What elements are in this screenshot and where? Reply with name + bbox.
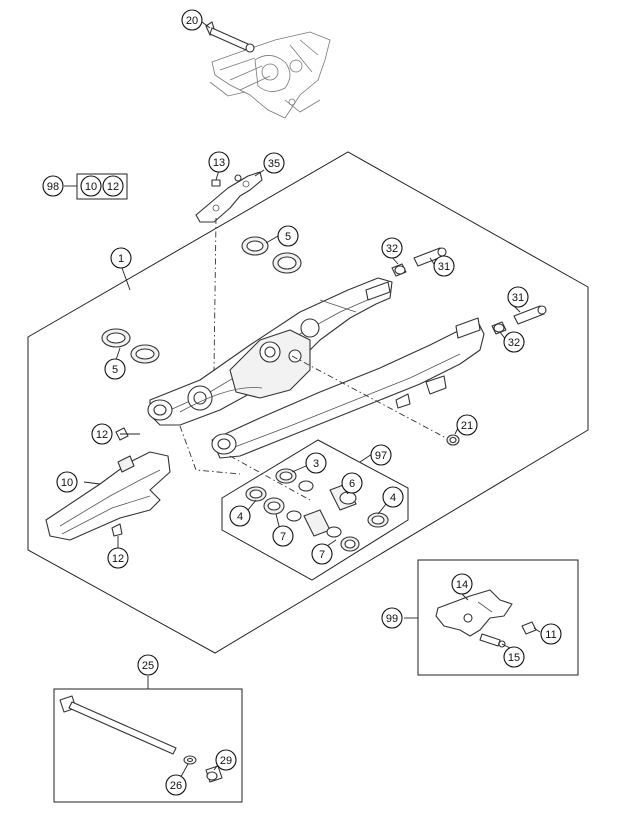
callout-4-right: 4	[382, 486, 404, 508]
part-20-bolt[interactable]	[205, 21, 255, 53]
callout-12-upper: 12	[91, 423, 113, 445]
part-32-nut-right[interactable]	[491, 321, 507, 335]
part-25-axle[interactable]	[59, 695, 177, 755]
callout-32-right: 32	[503, 331, 525, 353]
callout-20: 20	[181, 9, 203, 31]
part-31-pin-right[interactable]	[513, 305, 547, 325]
svg-text:12: 12	[112, 553, 124, 565]
svg-text:21: 21	[461, 420, 473, 432]
svg-text:6: 6	[349, 478, 355, 490]
svg-text:98: 98	[47, 181, 59, 193]
part-4-bearing-right[interactable]	[367, 512, 389, 528]
svg-text:32: 32	[386, 243, 398, 255]
kit-97-box	[221, 439, 409, 581]
callout-98: 98	[42, 175, 64, 197]
part-26-washer[interactable]	[183, 755, 197, 765]
part-32-nut-upper[interactable]	[391, 263, 407, 277]
svg-text:5: 5	[112, 364, 118, 376]
callout-11: 11	[540, 623, 562, 645]
callout-35: 35	[263, 152, 285, 174]
part-29-nut[interactable]	[205, 765, 223, 783]
svg-text:3: 3	[313, 458, 319, 470]
part-21-plug[interactable]	[446, 434, 460, 446]
svg-text:31: 31	[512, 292, 524, 304]
centerline-21	[291, 355, 447, 439]
frame-context-sketch	[209, 31, 331, 119]
svg-text:4: 4	[237, 511, 243, 523]
svg-text:99: 99	[386, 613, 398, 625]
callout-99: 99	[381, 607, 403, 629]
callout-10: 10	[56, 471, 78, 493]
svg-text:4: 4	[390, 492, 396, 504]
svg-text:10: 10	[61, 477, 73, 489]
part-13-screw[interactable]	[211, 174, 242, 187]
svg-text:31: 31	[438, 261, 450, 273]
callout-98-12: 12	[102, 175, 124, 197]
callout-21: 21	[456, 414, 478, 436]
svg-text:97: 97	[375, 450, 387, 462]
svg-text:1: 1	[118, 253, 124, 265]
svg-text:5: 5	[285, 231, 291, 243]
svg-text:10: 10	[85, 181, 97, 193]
svg-text:11: 11	[545, 629, 556, 641]
part-3-bushing[interactable]	[275, 468, 314, 492]
callout-5-left: 5	[104, 358, 126, 380]
callout-6: 6	[341, 472, 363, 494]
part-4-bearing-left[interactable]	[245, 486, 267, 502]
svg-text:35: 35	[268, 158, 280, 170]
callout-31-right: 31	[507, 286, 529, 308]
part-12-screw-lower[interactable]	[111, 523, 123, 537]
svg-text:32: 32	[508, 337, 520, 349]
centerline-bearings	[229, 455, 311, 501]
svg-text:12: 12	[107, 181, 119, 193]
svg-text:7: 7	[280, 531, 286, 543]
callout-7-right: 7	[311, 543, 333, 565]
part-14-chain-guide[interactable]	[435, 589, 513, 637]
callout-3: 3	[305, 452, 327, 474]
callout-29: 29	[215, 749, 237, 771]
svg-text:13: 13	[213, 157, 225, 169]
svg-text:25: 25	[142, 660, 154, 672]
callout-32-upper: 32	[381, 237, 403, 259]
callout-14: 14	[451, 573, 473, 595]
part-5-bearing-left[interactable]	[101, 328, 160, 364]
callout-5-upper: 5	[277, 225, 299, 247]
part-15-screw[interactable]	[479, 633, 506, 648]
svg-text:7: 7	[319, 549, 325, 561]
centerline-bracket	[213, 217, 217, 371]
callout-31-upper: 31	[433, 255, 455, 277]
svg-text:15: 15	[508, 652, 520, 664]
part-1-swingarm[interactable]	[147, 277, 485, 459]
kit-99-box	[417, 559, 579, 676]
callout-25: 25	[137, 654, 159, 676]
callout-12-lower: 12	[107, 547, 129, 569]
part-6-sleeve[interactable]	[329, 483, 357, 511]
svg-text:14: 14	[456, 579, 468, 591]
callout-15: 15	[503, 646, 525, 668]
callout-4-left: 4	[229, 505, 251, 527]
kit-98-box	[76, 173, 128, 200]
callout-7-left: 7	[272, 525, 294, 547]
svg-text:29: 29	[220, 755, 232, 767]
callout-26: 26	[165, 774, 187, 796]
svg-text:26: 26	[170, 780, 182, 792]
part-11-screw[interactable]	[521, 621, 537, 635]
part-5-bearing-upper[interactable]	[241, 236, 302, 274]
callout-98-10: 10	[80, 175, 102, 197]
callout-1: 1	[110, 247, 132, 269]
svg-text:12: 12	[96, 429, 108, 441]
part-7-seal-right[interactable]	[303, 509, 360, 552]
part-7-seal-left[interactable]	[263, 497, 302, 522]
part-35-bracket[interactable]	[195, 171, 263, 223]
part-10-chain-slider[interactable]	[45, 451, 171, 541]
swingarm-group-outline	[27, 151, 589, 654]
callout-97: 97	[370, 444, 392, 466]
callout-13: 13	[208, 151, 230, 173]
svg-text:20: 20	[186, 15, 198, 27]
centerline-pivot	[179, 425, 241, 475]
